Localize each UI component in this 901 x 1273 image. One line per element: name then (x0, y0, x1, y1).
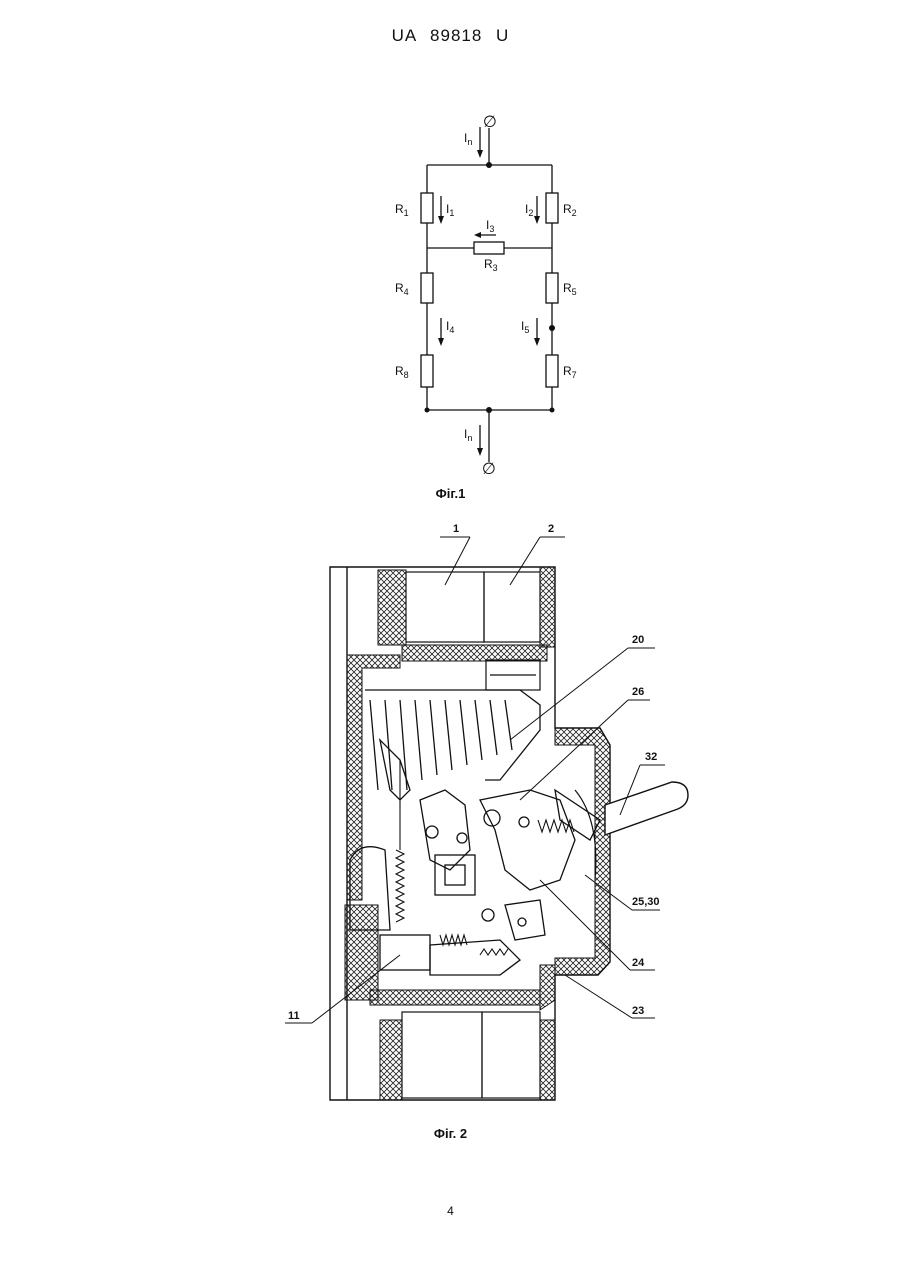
wall-right-lower (540, 965, 555, 1010)
terminal-block-bottom-2 (482, 1012, 540, 1098)
handle-lever (605, 782, 688, 835)
trip-lever (420, 790, 470, 870)
wall-left-upper (347, 655, 400, 900)
spring-small (480, 949, 508, 955)
wall-top-right (540, 567, 555, 647)
callout-23: 23 (632, 1005, 644, 1017)
latch-plate (480, 790, 575, 890)
terminal-block-bottom-1 (402, 1012, 482, 1098)
callout-20: 20 (632, 634, 644, 646)
callout-2: 2 (548, 523, 554, 535)
wall-bottom-right (540, 1020, 555, 1100)
callout-32: 32 (645, 751, 657, 763)
mechanism (350, 740, 600, 975)
terminal-block-1 (406, 572, 484, 642)
wall-right-hump (555, 728, 610, 975)
callout-26: 26 (632, 686, 644, 698)
wall-bottom-bar (370, 990, 540, 1005)
page-number: 4 (0, 1204, 901, 1218)
callout-24: 24 (632, 957, 645, 969)
wall-top-bar (402, 645, 547, 661)
spring-vertical (396, 850, 404, 922)
callout-1: 1 (453, 523, 459, 535)
contact-assembly (430, 940, 520, 975)
wall-bottom-left (380, 1020, 402, 1100)
wall-top-left (378, 570, 406, 645)
callout-11: 11 (288, 1010, 300, 1022)
magnet-frame (435, 855, 475, 895)
arc-chute (365, 690, 540, 790)
fig2-caption: Фіг. 2 (0, 1126, 901, 1141)
callout-25-30: 25,30 (632, 896, 660, 908)
